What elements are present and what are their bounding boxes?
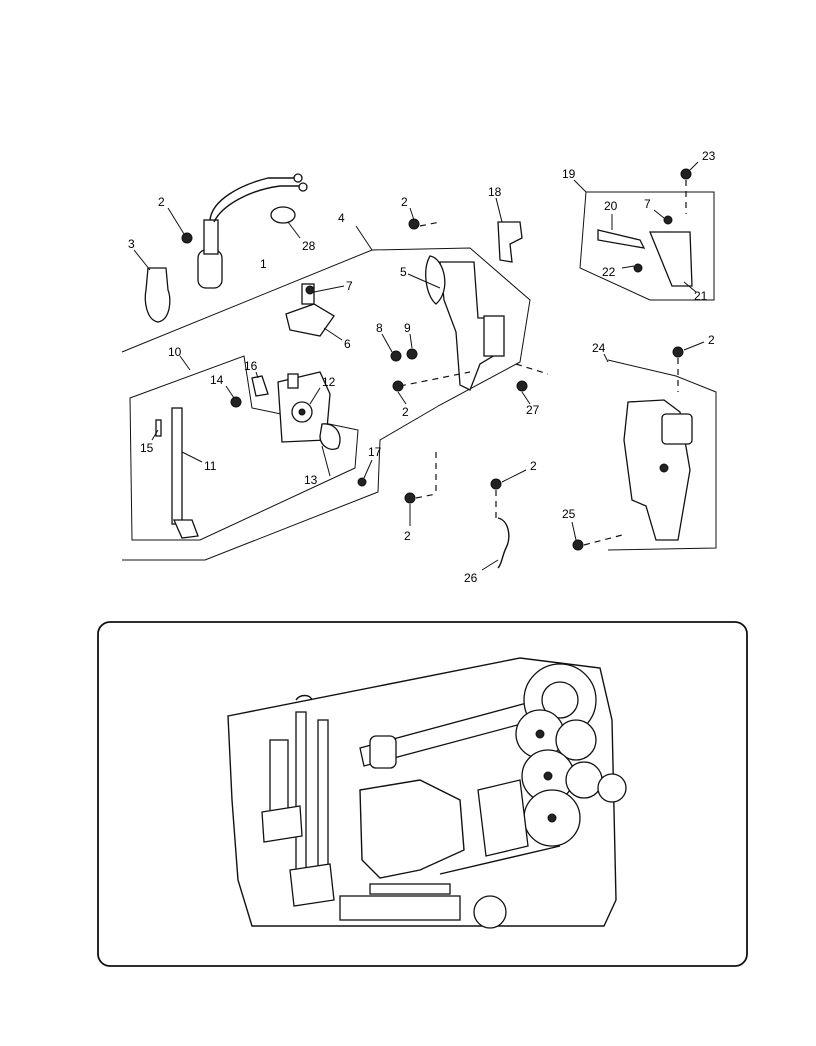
callout-22: 22	[602, 265, 616, 279]
callout-27: 27	[526, 403, 540, 417]
locator-view	[97, 621, 748, 967]
callout-19: 19	[562, 167, 576, 181]
callout-23: 23	[702, 149, 716, 163]
callout-20: 20	[604, 199, 618, 213]
long-rod-part	[171, 407, 199, 539]
callout-13: 13	[304, 473, 318, 487]
callout-2b: 2	[401, 195, 408, 209]
callout-15: 15	[140, 441, 154, 455]
callout-7a: 7	[346, 279, 353, 293]
exploded-view: 1 2 3 4 2 18 28 7 5 6 8 9 10 16 14 12 2 …	[121, 149, 717, 585]
motor-capacitor-part	[197, 173, 308, 289]
callout-14: 14	[210, 373, 224, 387]
lever-box-part	[579, 191, 715, 301]
callout-7b: 7	[644, 197, 651, 211]
plate-piece-part	[497, 221, 523, 263]
callout-3: 3	[128, 237, 135, 251]
callout-21: 21	[694, 289, 708, 303]
callout-26: 26	[464, 571, 478, 585]
callout-11: 11	[204, 459, 217, 473]
callout-16: 16	[244, 359, 258, 373]
wire-spring-part	[497, 517, 510, 569]
callout-2e: 2	[404, 529, 411, 543]
small-lever-part	[251, 375, 269, 397]
callout-5: 5	[400, 265, 407, 279]
callout-8: 8	[376, 321, 383, 335]
callout-10: 10	[168, 345, 182, 359]
callout-2a: 2	[158, 195, 165, 209]
callout-9: 9	[404, 321, 411, 335]
bulb-cap-part	[144, 267, 171, 323]
callout-24: 24	[592, 341, 606, 355]
callout-12: 12	[322, 375, 336, 389]
screws	[181, 168, 692, 551]
regulator-assembly-part	[277, 371, 341, 450]
callout-4: 4	[338, 211, 345, 225]
pin-part	[155, 419, 162, 437]
callout-17: 17	[368, 445, 382, 459]
assembly-dashes	[399, 180, 687, 546]
callout-labels: 1 2 3 4 2 18 28 7 5 6 8 9 10 16 14 12 2 …	[128, 149, 716, 585]
callout-2f: 2	[708, 333, 715, 347]
callout-6: 6	[344, 337, 351, 351]
locator-frame	[97, 621, 748, 967]
plate-bracket-part	[425, 255, 505, 391]
callout-2d: 2	[530, 459, 537, 473]
callout-2c: 2	[402, 405, 409, 419]
callout-25: 25	[562, 507, 576, 521]
bracket-part	[285, 283, 335, 337]
leader-lines	[133, 161, 705, 571]
callout-1: 1	[260, 257, 267, 271]
ring-part	[270, 206, 296, 224]
cam-assembly-part	[607, 359, 717, 551]
callout-28: 28	[302, 239, 316, 253]
callout-18: 18	[488, 185, 502, 199]
